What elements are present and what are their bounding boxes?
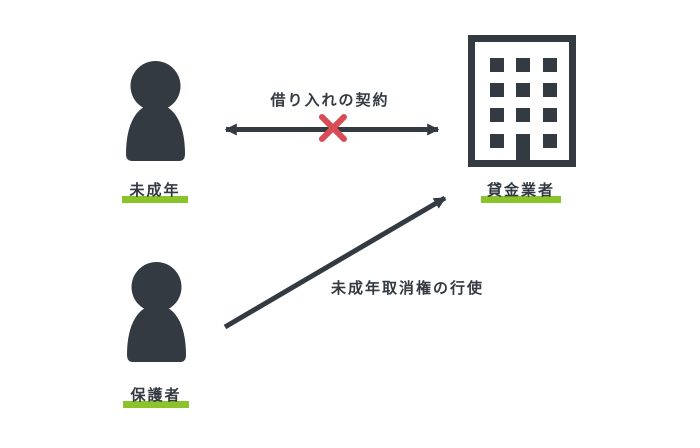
guardian-label: 保護者 <box>123 386 189 408</box>
green-underline <box>122 196 188 203</box>
person-icon <box>126 61 185 161</box>
minor-label-text: 未成年 <box>129 181 181 199</box>
green-underline <box>123 401 189 408</box>
loan-contract-label: 借り入れの契約 <box>270 91 390 109</box>
red-cross-icon <box>319 114 347 142</box>
guardian-label-text: 保護者 <box>130 386 182 404</box>
green-underline <box>481 196 561 203</box>
cancellation-arrow <box>223 195 447 330</box>
building-icon <box>468 35 576 167</box>
person-icon <box>127 262 186 362</box>
lender-label-text: 貸金業者 <box>486 181 555 199</box>
minor-label: 未成年 <box>122 181 188 203</box>
cancellation-label: 未成年取消権の行使 <box>331 279 485 297</box>
lender-label: 貸金業者 <box>481 181 561 203</box>
